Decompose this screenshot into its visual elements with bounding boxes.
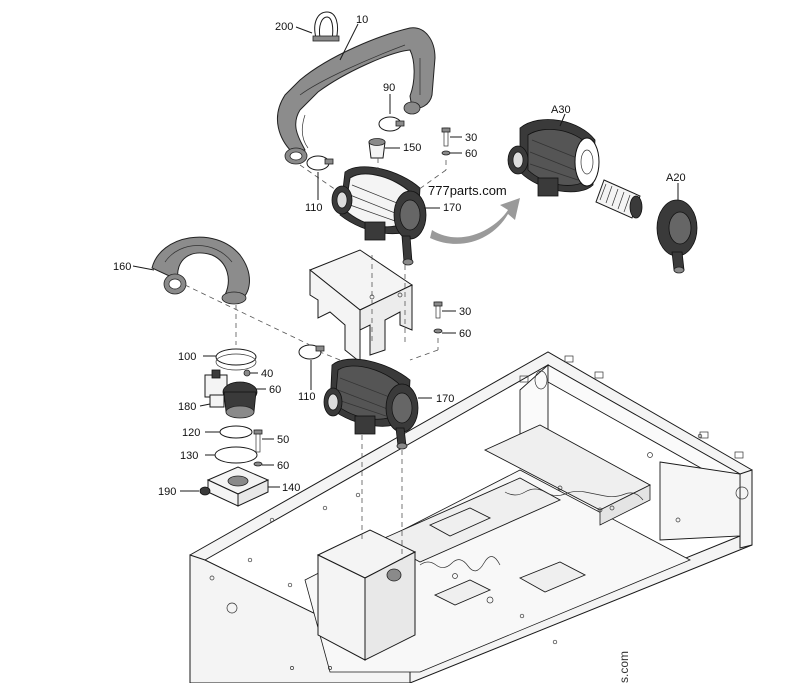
callout-90: 90: [383, 82, 395, 94]
callout-60-top: 60: [465, 148, 477, 160]
plug-190: [199, 486, 211, 496]
callout-A20: A20: [666, 172, 686, 184]
callout-160: 160: [113, 261, 131, 273]
callout-150: 150: [403, 142, 421, 154]
callout-110-bottom: 110: [298, 391, 316, 403]
air-filter-170-top: [331, 166, 427, 266]
callout-30-mid: 30: [459, 306, 471, 318]
cap-150: [368, 138, 386, 159]
callout-120: 120: [182, 427, 200, 439]
callout-110-top: 110: [305, 202, 323, 214]
bracket: [309, 249, 414, 364]
clamp-90: [378, 116, 405, 132]
callout-180: 180: [178, 401, 196, 413]
callout-170-bottom: 170: [436, 393, 454, 405]
callout-130: 130: [180, 450, 198, 462]
callout-60-left: 60: [269, 384, 281, 396]
bolt-30-mid: [433, 301, 443, 334]
callout-10: 10: [356, 14, 368, 26]
watermark-rotated: s.com: [617, 651, 631, 683]
clamp-200: [312, 11, 340, 42]
callout-40: 40: [261, 368, 273, 380]
gasket-130: [214, 446, 258, 464]
bolt-50: [253, 429, 263, 467]
o-ring-120: [219, 425, 253, 439]
clamp-110-top: [306, 155, 334, 171]
hose-160: [151, 236, 250, 305]
callout-200: 200: [275, 21, 293, 33]
callout-60-mid: 60: [459, 328, 471, 340]
leader-lines: [132, 23, 679, 492]
transition-arrow: [430, 198, 520, 244]
air-filter-170-bottom: [323, 358, 419, 450]
valve-180: [204, 369, 258, 419]
clamp-100: [215, 348, 257, 371]
callout-50: 50: [277, 434, 289, 446]
callout-170-top: 170: [443, 202, 461, 214]
callout-100: 100: [178, 351, 196, 363]
adapter-140: [206, 466, 270, 507]
callout-60-bottom: 60: [277, 460, 289, 472]
hose-10: [276, 27, 436, 165]
assembly-A30: [507, 119, 600, 197]
assembly-lines: [184, 158, 447, 560]
callout-labels: 200 10 90 30 60 150 110 170 A30 A20 160 …: [113, 14, 686, 498]
cover-A20: [656, 199, 698, 274]
fitting-40: [243, 369, 251, 377]
callout-190: 190: [158, 486, 176, 498]
watermark-text: 777parts.com: [428, 183, 507, 198]
callout-30-top: 30: [465, 132, 477, 144]
bolt-30-top: [441, 127, 451, 156]
callout-A30: A30: [551, 104, 571, 116]
callout-140: 140: [282, 482, 300, 494]
base-frame: [189, 351, 753, 683]
filter-cartridge: [595, 179, 643, 219]
